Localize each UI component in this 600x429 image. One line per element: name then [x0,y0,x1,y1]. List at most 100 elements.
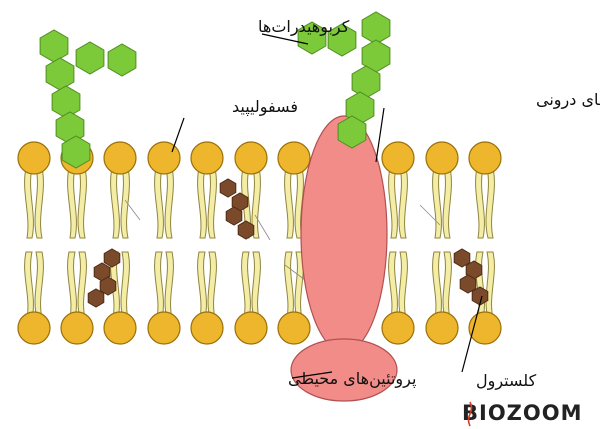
cholesterol-ring [453,248,471,268]
phospholipid-head-top [190,141,224,175]
biozoom-logo: BIOZOOM [462,401,583,427]
thin-chain-line [124,199,141,221]
carbohydrate-ring [45,57,75,91]
lipid-tail [284,167,294,239]
lower-lipid-tails [432,251,452,319]
lipid-tail [110,167,120,239]
upper-lipid-tails [154,167,174,239]
phospholipid-head-bottom [425,311,459,345]
upper-lipid-tails [432,167,452,239]
phospholipid-head-bottom [277,311,311,345]
carbohydrate-ring [297,21,327,55]
thin-chain-line [419,204,441,226]
carbohydrate-ring [61,135,91,169]
carbohydrate-layer [39,11,391,169]
lower-lipid-tails [24,251,44,319]
dna-accent-icon [467,401,473,427]
phospholipid-heads-layer [17,141,502,345]
integral-protein [300,115,388,353]
phospholipid-head-top [234,141,268,175]
carbohydrate-ring [75,41,105,75]
carbohydrate-ring [327,23,357,57]
lipid-tail [77,251,87,319]
phospholipid-head-top [468,141,502,175]
phospholipid-head-top [103,141,137,175]
lower-lipid-tails [67,251,87,319]
label-carbohydrates: کربوهیدرات‌ها [258,17,350,37]
lipid-tail [197,251,207,319]
lipid-tail [398,167,408,239]
lipid-tail [251,251,261,319]
lipid-tail [475,167,485,239]
phospholipid-head-top [17,141,51,175]
cholesterol-molecule-lower-right [453,248,489,306]
lipid-tail [24,251,34,319]
phospholipid-head-top [147,141,181,175]
lipid-tail [241,251,251,319]
cholesterol-ring [87,288,105,308]
lipid-tail [24,167,34,239]
phospholipid-head-top [381,141,415,175]
phospholipid-head-bottom [190,311,224,345]
cholesterol-molecule-upper [219,178,255,240]
cholesterol-ring [459,274,477,294]
cholesterol-layer [87,178,489,308]
lipid-tail [388,167,398,239]
upper-lipid-tails [67,167,87,239]
leader-line [261,33,309,45]
leader-line [461,295,483,373]
upper-lipid-tails [475,167,495,239]
carbohydrate-chain-right [297,11,391,149]
phospholipid-head-bottom [468,311,502,345]
lipid-tail [164,251,174,319]
cholesterol-ring [237,220,255,240]
lipid-tail [120,167,130,239]
lower-lipid-tails [388,251,408,319]
lower-lipid-tails [197,251,217,319]
leader-lines-layer [171,33,483,379]
lipid-tails-layer [24,167,495,319]
carbohydrate-ring [337,115,367,149]
lipid-tail [398,251,408,319]
phospholipid-head-bottom [17,311,51,345]
phospholipid-head-top [277,141,311,175]
carbohydrate-ring [39,29,69,63]
upper-lipid-tails [197,167,217,239]
lipid-tail [154,251,164,319]
upper-lipid-tails [388,167,408,239]
lower-lipid-tails [241,251,261,319]
lipid-tail [442,167,452,239]
upper-lipid-tails [110,167,130,239]
lipid-tail [34,251,44,319]
lipid-tail [485,251,495,319]
protein-layer [290,115,398,402]
lipid-tail [164,167,174,239]
lipid-tail [388,251,398,319]
lipid-tail [432,251,442,319]
cholesterol-molecule-lower-left [87,248,121,308]
lipid-tail [284,251,294,319]
lipid-tail [120,251,130,319]
cholesterol-ring [225,206,243,226]
lipid-tail [475,251,485,319]
logo-text: BIOZOOM [462,401,583,425]
leader-line [291,371,333,379]
upper-lipid-tails [284,167,304,239]
phospholipid-head-bottom [147,311,181,345]
lipid-tail [197,167,207,239]
lower-lipid-tails [154,251,174,319]
lipid-tail [207,251,217,319]
lipid-tail [207,167,217,239]
leader-line [375,107,385,163]
leader-line [171,117,185,153]
lipid-tail [442,251,452,319]
carbohydrate-ring [51,85,81,119]
cholesterol-ring [99,276,117,296]
cholesterol-ring [219,178,237,198]
lipid-tail [77,167,87,239]
lower-lipid-tails [284,251,304,319]
lipid-tail [432,167,442,239]
upper-lipid-tails [24,167,44,239]
thin-chain-line [254,214,271,241]
